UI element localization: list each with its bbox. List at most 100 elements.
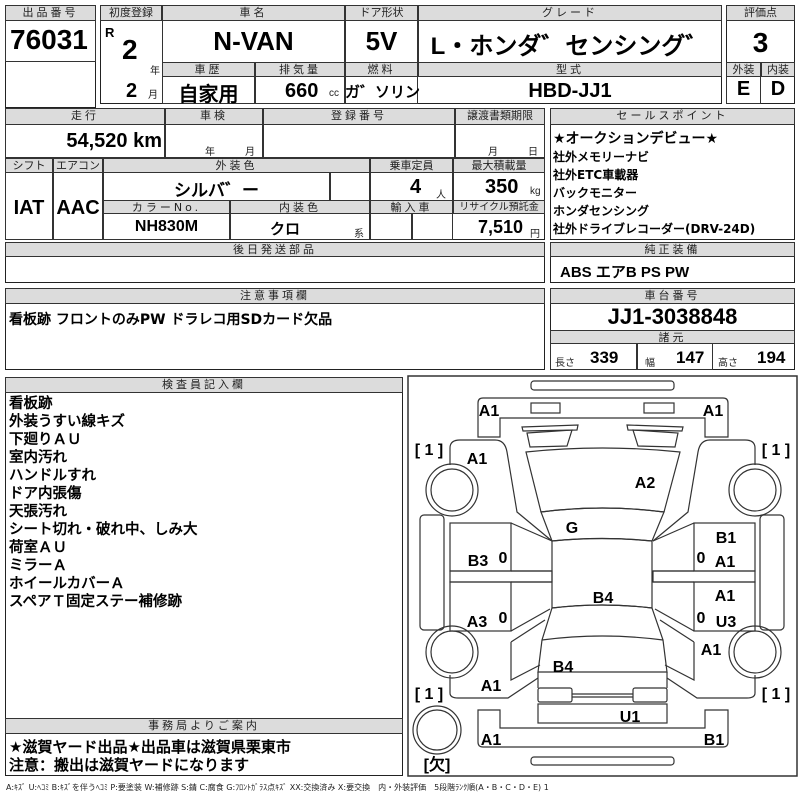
int-color: クロ xyxy=(270,221,301,238)
lot-number: 76031 xyxy=(10,24,88,55)
equipment: ABS エアB PS PW xyxy=(560,264,690,281)
int-score: D xyxy=(770,78,786,100)
transfer-month-unit: 月 xyxy=(488,147,498,158)
int-color-unit: 系 xyxy=(354,229,364,240)
width: 147 xyxy=(676,348,705,367)
damage-mark: U1 xyxy=(620,709,641,726)
tire-tread-fl: [ 1 ] xyxy=(415,442,443,459)
ext-color: シルバ゛ー xyxy=(174,181,259,200)
length: 339 xyxy=(590,348,619,367)
transfer-day-unit: 日 xyxy=(528,147,538,158)
reg-year: 2 xyxy=(122,34,138,65)
chassis-label: 車台番号 xyxy=(550,288,795,304)
lot-cell xyxy=(5,20,96,62)
sales-point: 社外メモリーナビ xyxy=(553,150,650,164)
score-label: 評価点 xyxy=(726,5,795,21)
tire-tread-fr: [ 1 ] xyxy=(762,442,790,459)
zero-mark: 0 xyxy=(697,610,706,627)
notes-label: 注意事項欄 xyxy=(5,288,545,304)
right-side xyxy=(652,439,785,699)
zero-mark: 0 xyxy=(697,550,706,567)
damage-mark: B4 xyxy=(553,659,574,676)
office-line: ★滋賀ヤード出品★出品車は滋賀県栗東市 xyxy=(9,738,291,756)
inspector-item: 下廻りＡＵ xyxy=(9,432,82,448)
spare-tire-status: [欠] xyxy=(424,755,451,774)
later-parts-label: 後日発送部品 xyxy=(5,242,545,257)
inspector-item: ドア内張傷 xyxy=(9,486,82,502)
sales-point: ホンダセンシング xyxy=(553,204,650,218)
score: 3 xyxy=(752,27,769,58)
int-label: 内装 xyxy=(761,62,795,77)
width-label: 幅 xyxy=(645,358,655,369)
int-color-cell xyxy=(230,213,370,240)
model-label: 型式 xyxy=(418,62,722,77)
displacement-label: 排気量 xyxy=(255,62,345,77)
aircon-cell xyxy=(53,172,103,240)
yen-unit: 円 xyxy=(530,229,540,240)
color-no-cell xyxy=(103,213,230,240)
height: 194 xyxy=(757,348,786,367)
inspector-item: 外装うすい線キズ xyxy=(9,414,125,430)
month-unit: 月 xyxy=(148,90,158,101)
inspector-item: スペアＴ固定ステー補修跡 xyxy=(9,594,182,610)
import-cell-b xyxy=(412,213,453,240)
damage-mark: B4 xyxy=(593,590,614,607)
shift: IAT xyxy=(13,197,45,219)
mileage: 54,520 km xyxy=(66,130,162,152)
mileage-cell xyxy=(5,124,165,158)
inspector-item: シート切れ・破れ中、しみ大 xyxy=(9,522,198,538)
length-cell xyxy=(550,343,637,370)
aircon: AAC xyxy=(56,197,100,219)
inspection-cell xyxy=(165,124,263,158)
year-unit: 年 xyxy=(150,66,160,77)
damage-mark: G xyxy=(566,520,578,537)
kg-unit: kg xyxy=(530,186,541,197)
zero-mark: 0 xyxy=(499,610,508,627)
inspector-label: 検査員記入欄 xyxy=(5,377,403,393)
tire-tread-rl: [ 1 ] xyxy=(415,686,443,703)
color-no-label: カラーNo. xyxy=(103,200,230,214)
office-line: 注意：搬出は滋賀ヤードになります xyxy=(9,756,250,774)
inspector-item: ハンドルすれ xyxy=(9,468,96,484)
damage-mark: A1 xyxy=(479,403,500,420)
damage-mark: B1 xyxy=(704,732,725,749)
transfer-label: 譲渡書類期限 xyxy=(455,108,545,125)
color-no: NH830M xyxy=(134,218,199,235)
inspector-item: 看板跡 xyxy=(9,396,53,412)
damage-mark: A1 xyxy=(715,554,736,571)
displacement: 660 xyxy=(285,80,319,102)
legend: A:ｷｽﾞ U:ﾍｺﾐ B:ｷｽﾞを伴うﾍｺﾐ P:要塗装 W:補修跡 S:錆 … xyxy=(6,783,549,792)
door-type: 5V xyxy=(365,26,398,56)
chassis-number: JJ1-3038848 xyxy=(607,304,738,329)
sales-points-list: ★オークションデビュー★ 社外メモリーナビ 社外ETC車載器 バックモニター ホ… xyxy=(553,130,755,238)
damage-mark: A2 xyxy=(635,475,656,492)
inspector-item: 天張汚れ xyxy=(9,504,67,520)
sales-point: 社外ドライブレコーダー(DRV-24D) xyxy=(553,222,756,236)
fuel: ガ゛ソリン xyxy=(345,84,421,101)
first-reg-label: 初度登録 xyxy=(100,5,162,21)
grade: L・ホンダ゛センシング゛ xyxy=(430,33,710,60)
fuel-cell xyxy=(345,76,418,104)
inspector-item: ミラーＡ xyxy=(9,558,67,574)
recycle: 7,510 xyxy=(478,217,524,237)
car-name: N-VAN xyxy=(213,26,294,56)
damage-mark: A1 xyxy=(481,678,502,695)
transfer-cell xyxy=(455,124,545,158)
length-label: 長さ xyxy=(555,358,575,369)
history-cell xyxy=(162,76,255,104)
displacement-cell xyxy=(255,76,345,104)
int-color-label: 内装色 xyxy=(230,200,370,214)
notes: 看板跡 フロントのみPW ドラレコ用SDカード欠品 xyxy=(9,312,333,328)
sales-point: 社外ETC車載器 xyxy=(553,168,639,182)
ext-cell xyxy=(726,76,761,104)
left-side xyxy=(419,439,553,699)
cc-unit: cc xyxy=(329,88,339,99)
reg-no-cell xyxy=(263,124,455,158)
inspector-item: 荷室ＡＵ xyxy=(9,540,67,556)
door-label: ドア形状 xyxy=(345,5,418,21)
tire-tread-rr: [ 1 ] xyxy=(762,686,790,703)
insp-month-unit: 月 xyxy=(245,147,255,158)
inspector-item: ホイールカバーＡ xyxy=(9,576,125,592)
shift-cell xyxy=(5,172,53,240)
